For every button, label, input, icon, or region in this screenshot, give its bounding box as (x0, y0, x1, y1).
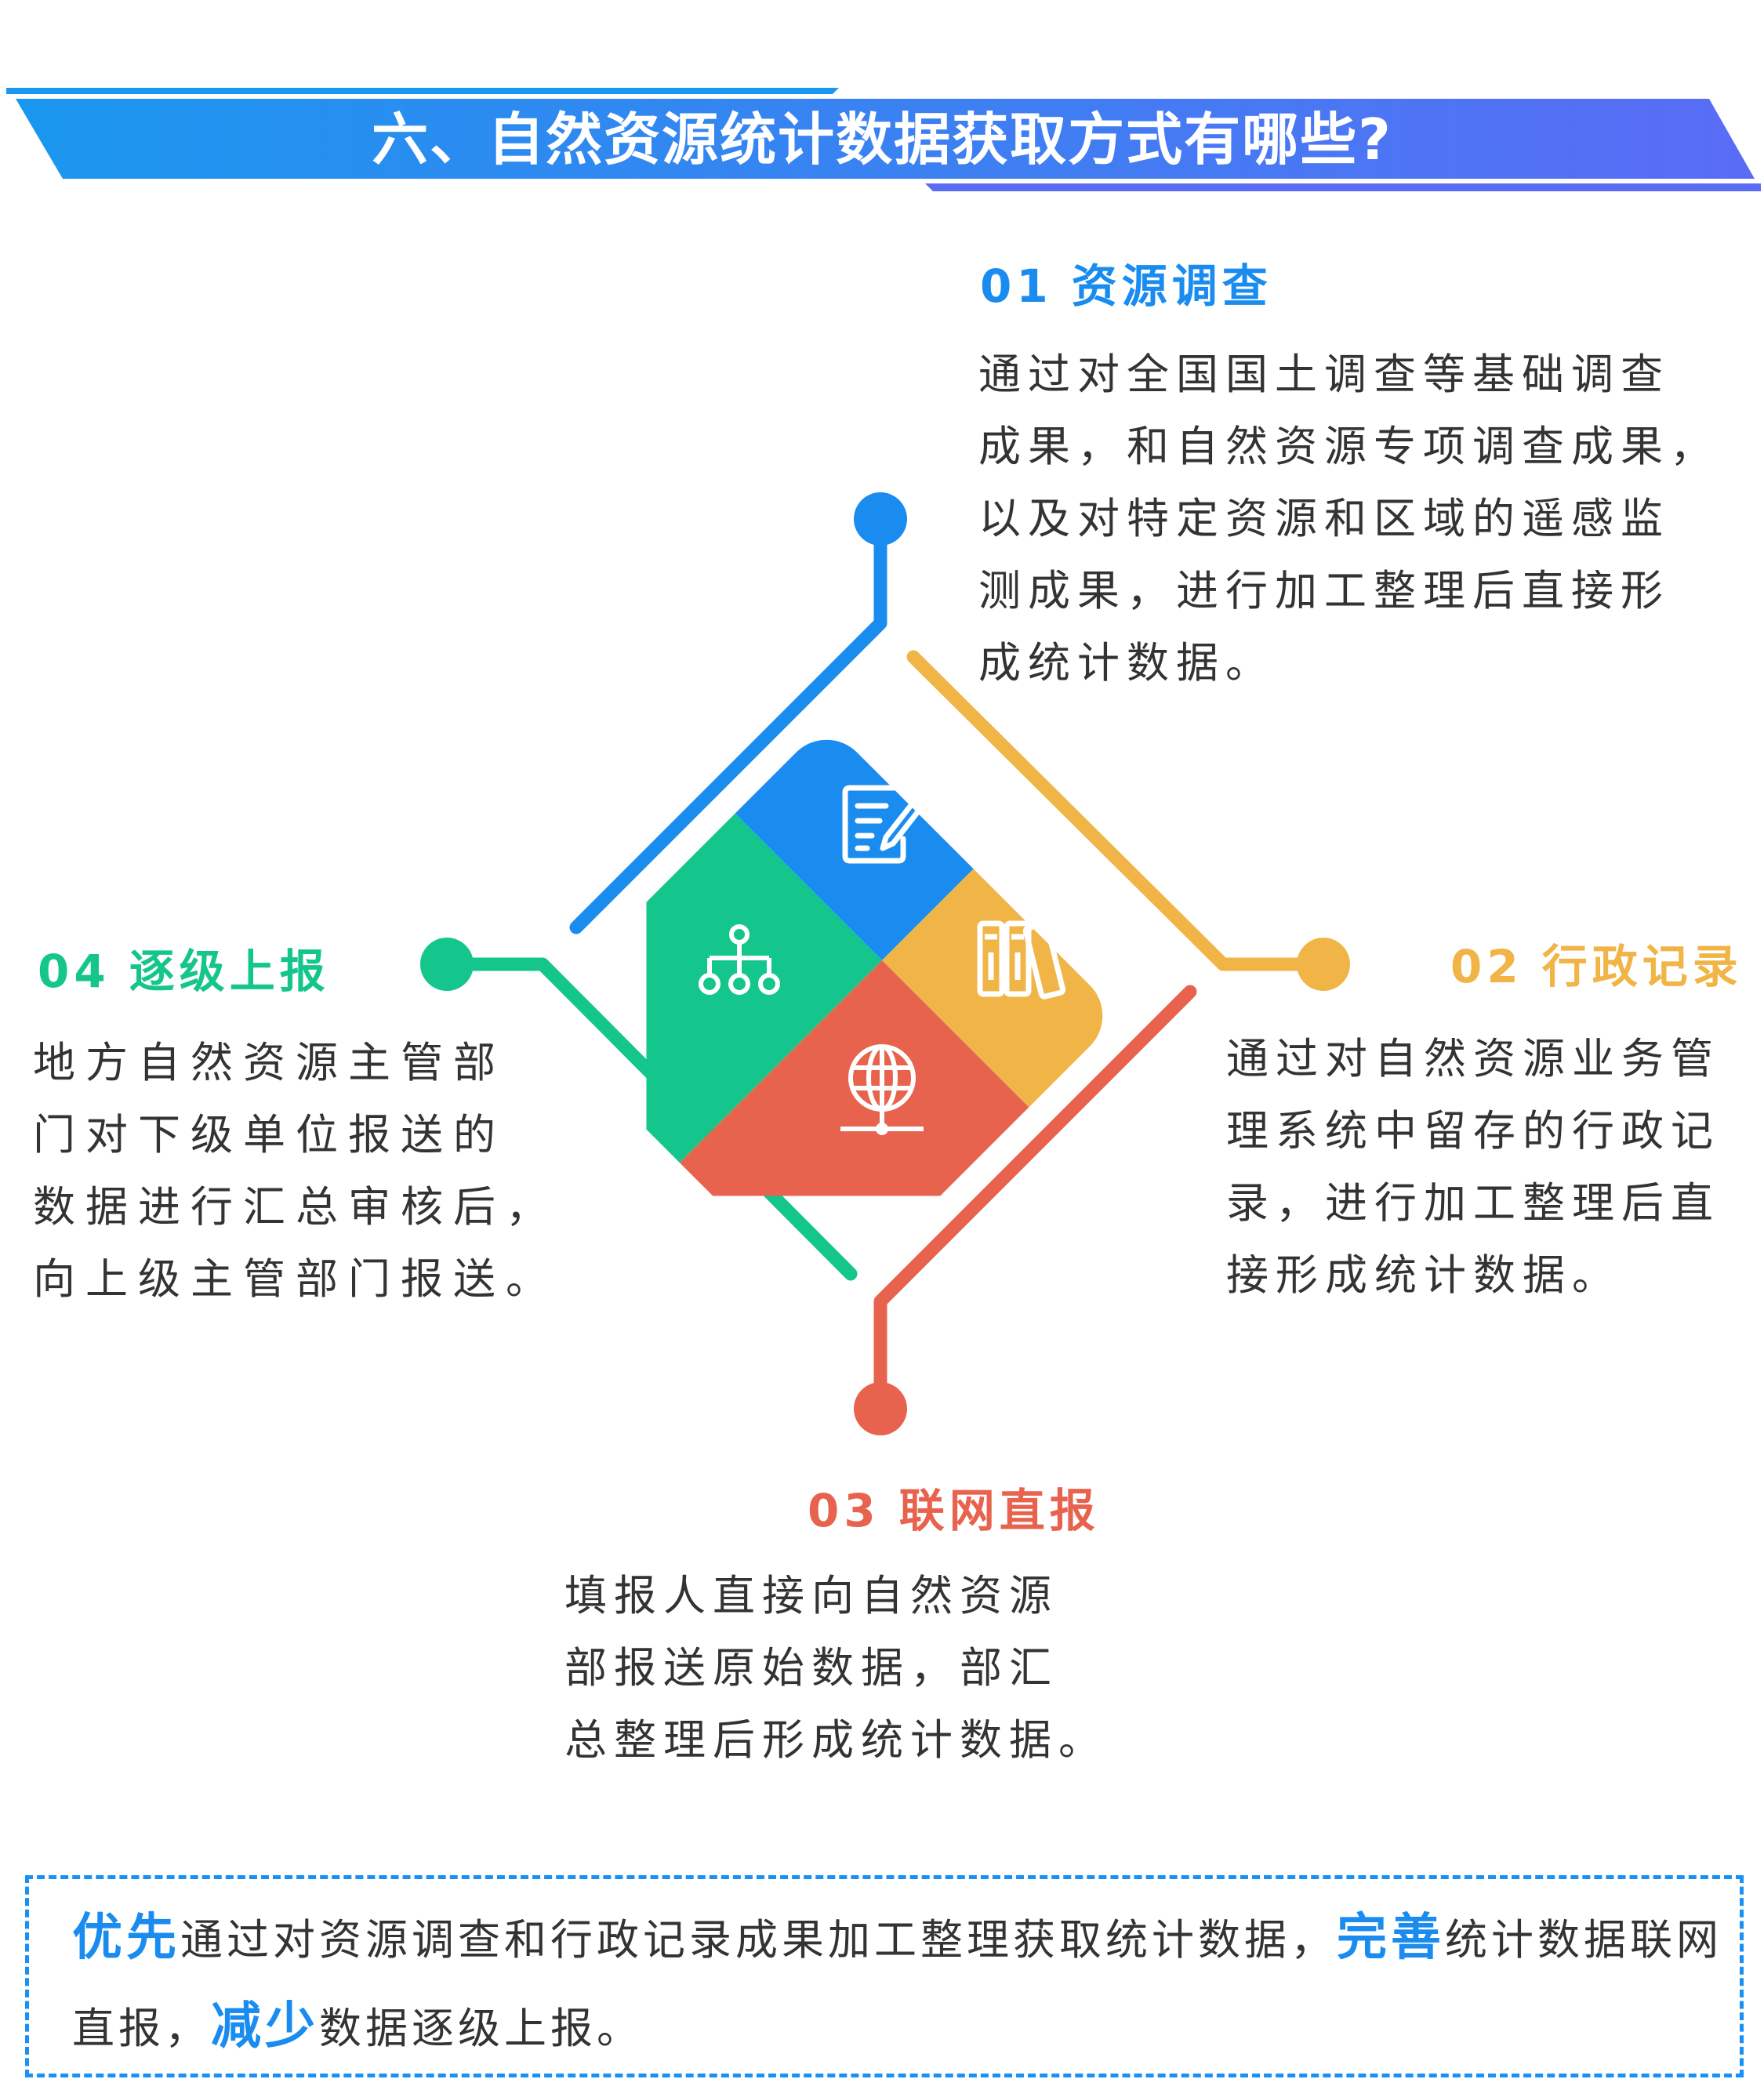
binders-icon (977, 920, 1066, 1000)
summary-highlight-3: 减少 (211, 1997, 319, 2056)
section-01-line: 测成果，进行加工整理后直接形 (978, 566, 1670, 615)
globe-network-icon (840, 1044, 924, 1135)
section-03-number: 03 (808, 1484, 880, 1537)
summary-box: 优先通过对资源调查和行政记录成果加工整理获取统计数据，完善统计数据联网直报，减少… (25, 1875, 1744, 2077)
summary-highlight-2: 完善 (1337, 1909, 1445, 1967)
header-banner (6, 88, 1761, 191)
section-04-line: 门对下级单位报送的 (33, 1110, 506, 1159)
section-01-line: 通过对全国国土调查等基础调查 (978, 350, 1670, 399)
section-04-number: 04 (38, 945, 111, 998)
section-01-title: 01 资源调查 (980, 249, 1272, 315)
connector-dot-03 (854, 1382, 907, 1435)
connector-line-03 (873, 985, 1197, 1410)
section-01-body: 通过对全国国土调查等基础调查 成果，和自然资源专项调查成果， 以及对特定资源和区… (978, 339, 1719, 699)
section-02-line: 理系统中留存的行政记 (1226, 1106, 1720, 1156)
section-04-body: 地方自然资源主管部 门对下级单位报送的 数据进行汇总审核后， 向上级主管部门报送… (33, 1027, 558, 1315)
section-02-line: 通过对自然资源业务管 (1226, 1034, 1720, 1083)
document-edit-icon (842, 785, 924, 864)
section-03-body: 填报人直接向自然资源 部报送原始数据，部汇 总整理后形成统计数据。 (564, 1560, 1108, 1776)
banner-top-strip (6, 88, 839, 94)
section-03-line: 填报人直接向自然资源 (564, 1571, 1058, 1620)
connector-dot-01 (854, 492, 907, 546)
section-02-line: 接形成统计数据。 (1226, 1250, 1621, 1300)
connector-dot-04 (420, 938, 474, 991)
section-01-line: 成果，和自然资源专项调查成果， (978, 422, 1719, 471)
section-04-label: 逐级上报 (129, 945, 330, 998)
section-02-label: 行政记录 (1541, 940, 1743, 993)
section-04-line: 数据进行汇总审核后， (33, 1182, 558, 1232)
section-04-line: 向上级主管部门报送。 (33, 1254, 558, 1304)
summary-text-1: 通过对资源调查和行政记录成果加工整理获取统计数据， (180, 1915, 1337, 1965)
section-03-title: 03 联网直报 (808, 1474, 1100, 1540)
section-03-line: 总整理后形成统计数据。 (564, 1715, 1108, 1765)
center-diagram (420, 492, 1350, 1435)
banner-shape (16, 99, 1755, 179)
summary-highlight-1: 优先 (72, 1909, 180, 1967)
org-chart-icon (699, 924, 780, 995)
section-02-title: 02 行政记录 (1450, 930, 1743, 996)
section-02-line: 录，进行加工整理后直 (1226, 1178, 1720, 1228)
section-03-line: 部报送原始数据，部汇 (564, 1643, 1058, 1693)
section-02-body: 通过对自然资源业务管 理系统中留存的行政记 录，进行加工整理后直 接形成统计数据… (1226, 1023, 1720, 1312)
section-01-label: 资源调查 (1071, 259, 1272, 313)
section-01-number: 01 (980, 259, 1053, 313)
connector-dot-02 (1297, 938, 1350, 991)
page-title: 六、自然资源统计数据获取方式有哪些? (372, 107, 1392, 172)
banner-bottom-strip (925, 183, 1761, 191)
summary-text-2: 统计数据联网直报， (72, 1915, 1722, 2053)
section-01-line: 以及对特定资源和区域的遥感监 (978, 494, 1670, 543)
section-03-label: 联网直报 (898, 1484, 1100, 1537)
section-02-number: 02 (1450, 940, 1523, 993)
summary-text-3: 数据逐级上报。 (319, 2004, 643, 2053)
connector-line-01 (569, 512, 887, 934)
section-01-line: 成统计数据。 (978, 638, 1275, 688)
section-04-title: 04 逐级上报 (38, 934, 330, 1000)
connector-line-02 (906, 650, 1323, 971)
summary-text: 优先通过对资源调查和行政记录成果加工整理获取统计数据，完善统计数据联网直报，减少… (72, 1895, 1726, 2072)
section-04-line: 地方自然资源主管部 (33, 1038, 506, 1087)
